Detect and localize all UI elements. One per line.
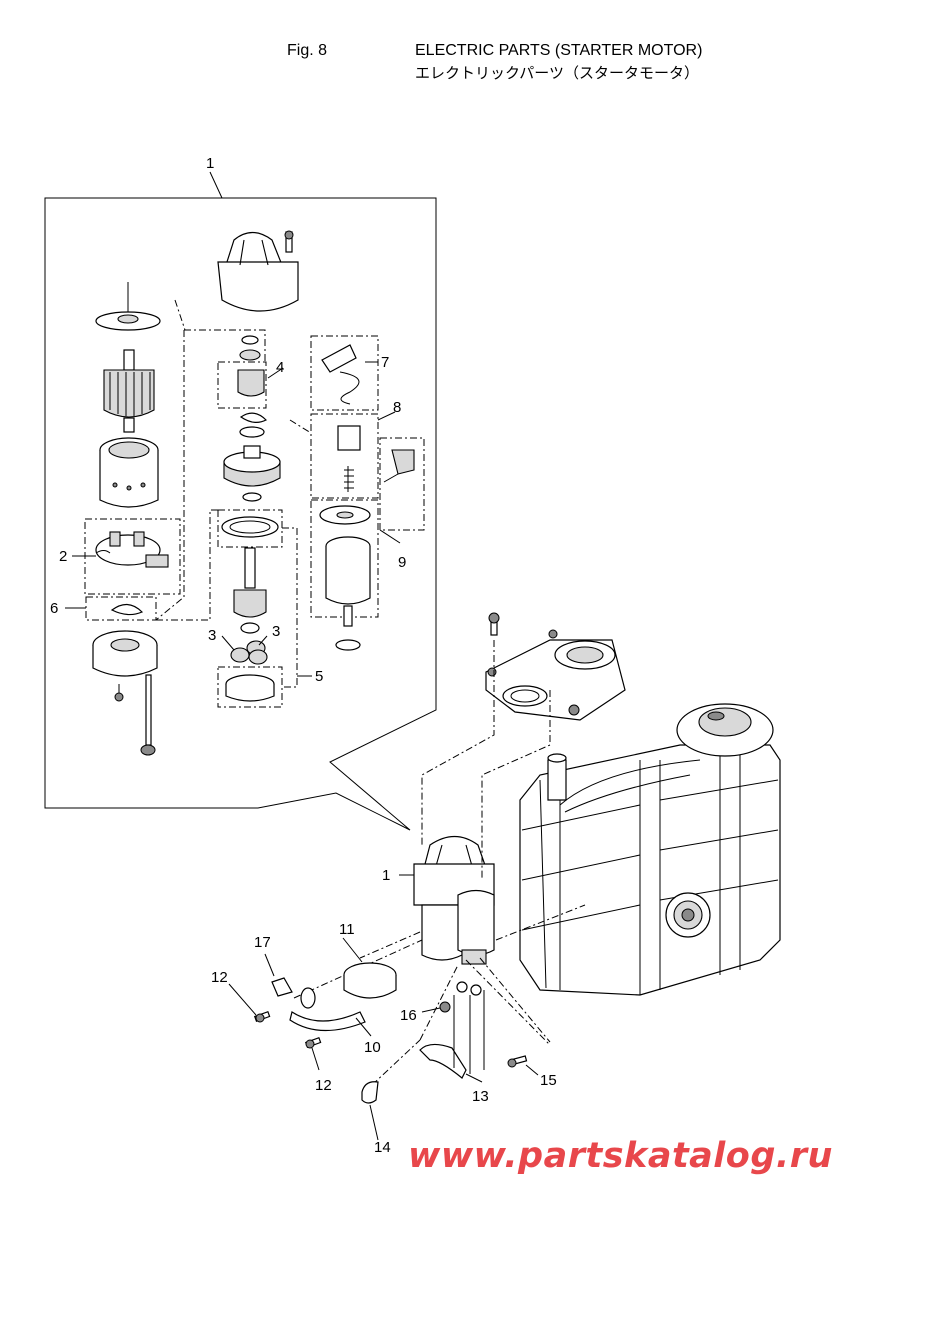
callout-3-right: 3 xyxy=(272,623,280,640)
solenoid-parts xyxy=(319,344,415,651)
callout-16: 16 xyxy=(400,1007,417,1024)
callout-10: 10 xyxy=(364,1039,381,1056)
starter-motor-assembly xyxy=(413,835,495,965)
group-boxes xyxy=(84,299,425,708)
callout-15: 15 xyxy=(540,1072,557,1089)
callout-4: 4 xyxy=(276,359,284,376)
callout-17: 17 xyxy=(254,934,271,951)
diagram-title: ELECTRIC PARTS (STARTER MOTOR) xyxy=(415,42,703,59)
callout-8: 8 xyxy=(393,399,401,416)
callout-1-assembly: 1 xyxy=(382,867,390,884)
callout-12-lower: 12 xyxy=(315,1077,332,1094)
starter-motor-parts xyxy=(92,282,169,756)
callout-11: 11 xyxy=(339,921,355,938)
callout-9: 9 xyxy=(398,554,406,571)
watermark-url: www.partskatalog.ru xyxy=(408,1136,833,1176)
callout-1-top: 1 xyxy=(206,155,214,172)
figure-number: Fig. 8 xyxy=(287,42,328,59)
callout-3-left: 3 xyxy=(208,627,216,644)
callout-13: 13 xyxy=(472,1088,489,1105)
callout-2: 2 xyxy=(59,548,67,565)
center-column-parts xyxy=(217,230,299,702)
cable-and-fasteners xyxy=(253,962,528,1104)
callout-6: 6 xyxy=(50,600,58,617)
exploded-view-frame xyxy=(44,171,437,831)
leader-lines xyxy=(65,361,539,1141)
callout-7: 7 xyxy=(381,354,389,371)
diagram-title-japanese: エレクトリックパーツ（スタータモータ） xyxy=(415,64,699,82)
engine-block xyxy=(519,703,781,996)
callout-5: 5 xyxy=(315,668,323,685)
callout-12-upper: 12 xyxy=(211,969,228,986)
callout-14: 14 xyxy=(374,1139,391,1156)
callout-labels: 1 1 2 3 3 4 5 6 7 8 9 10 11 12 12 13 14 … xyxy=(50,155,557,1156)
mounting-bracket xyxy=(485,612,626,721)
